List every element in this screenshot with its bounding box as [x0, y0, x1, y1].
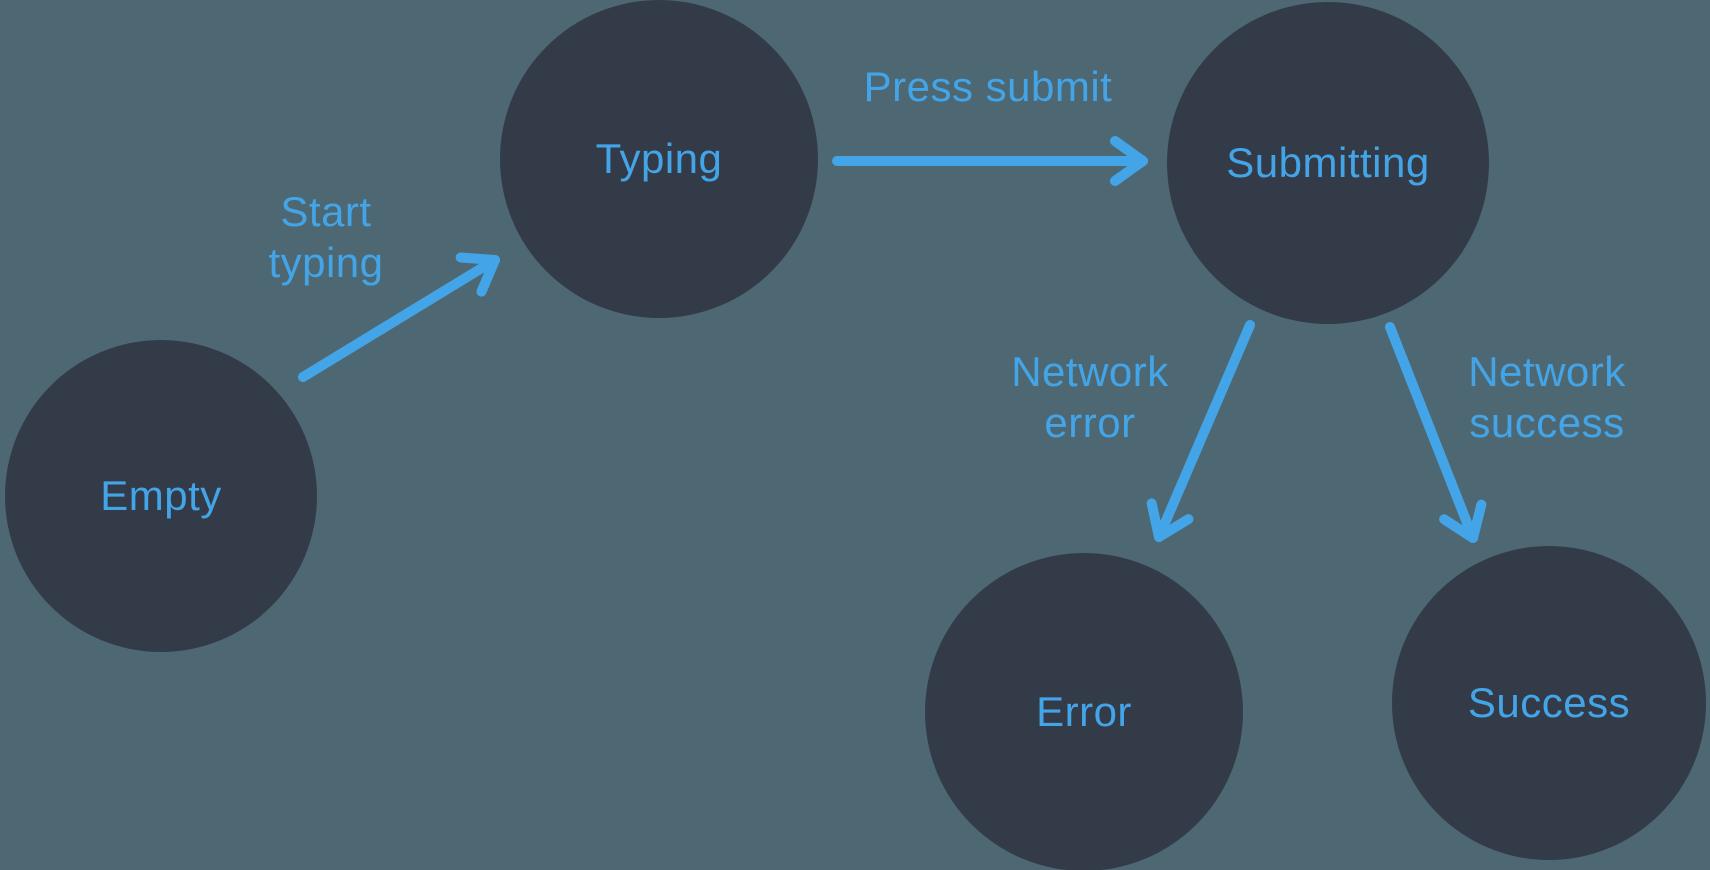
node-error-label: Error: [1036, 688, 1132, 735]
node-typing-label: Typing: [595, 135, 723, 182]
node-empty-label: Empty: [100, 472, 222, 519]
node-submitting-label: Submitting: [1226, 139, 1430, 186]
edge-label-network-success: Network success: [1468, 348, 1626, 446]
node-submitting: Submitting: [1167, 2, 1489, 324]
edge-label-start-typing: Start typing: [268, 188, 384, 286]
node-error: Error: [925, 553, 1243, 870]
node-success-label: Success: [1467, 679, 1631, 726]
node-typing: Typing: [500, 0, 818, 318]
edge-label-network-error: Network error: [1011, 348, 1169, 446]
node-empty: Empty: [5, 340, 317, 652]
edge-label-press-submit: Press submit: [863, 63, 1113, 110]
node-success: Success: [1392, 546, 1706, 860]
